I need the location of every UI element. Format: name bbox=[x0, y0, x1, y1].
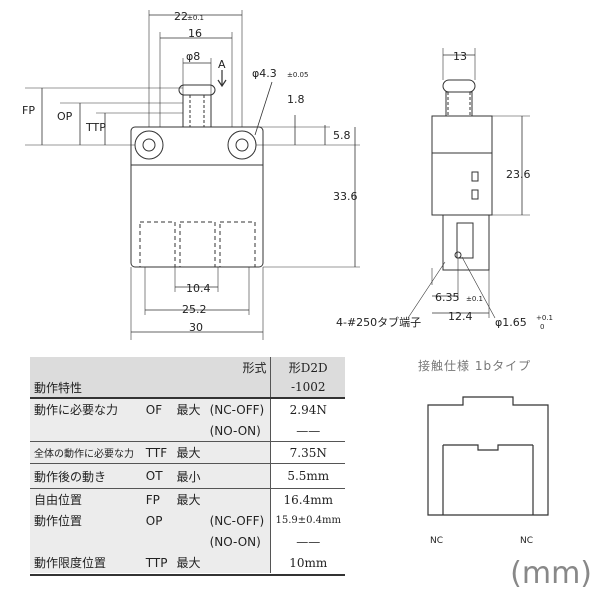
front-body bbox=[130, 126, 264, 268]
table-row: 動作位置 OP (NC-OFF) 15.9±0.4mm bbox=[30, 510, 345, 531]
char-label: 動作特性 bbox=[30, 377, 272, 398]
model-value-2: -1002 bbox=[270, 377, 345, 398]
contact-nc-left: NC bbox=[430, 536, 443, 546]
dim-33-6: 33.6 bbox=[333, 190, 358, 203]
dim-1-8: 1.8 bbox=[287, 93, 305, 106]
table-header-row-2: 動作特性 -1002 bbox=[30, 377, 345, 398]
model-value-1: 形D2D bbox=[270, 357, 345, 377]
unit-label: (mm) bbox=[510, 556, 592, 591]
contact-title: 接触仕様 1bタイプ bbox=[418, 359, 532, 373]
dim-13: 13 bbox=[453, 50, 467, 63]
contact-bridge bbox=[442, 444, 534, 515]
table-row: (NO-ON) —— bbox=[30, 531, 345, 552]
side-terminal bbox=[442, 214, 490, 271]
plunger-cap bbox=[178, 84, 216, 96]
table-row: 動作後の動き OT 最小 5.5mm bbox=[30, 463, 345, 489]
dim-phi4-3: φ4.3 bbox=[252, 67, 277, 80]
spec-table: 形式 形D2D 動作特性 -1002 動作に必要な力 OF 最大 (NC-OFF… bbox=[30, 357, 345, 573]
arrow-a-icon bbox=[217, 70, 227, 88]
dim-phi1-65-tol-minus: 0 bbox=[540, 323, 544, 331]
table-row: 動作に必要な力 OF 最大 (NC-OFF) 2.94N bbox=[30, 397, 345, 420]
dim-22: 22 bbox=[174, 10, 188, 23]
dimension-drawing: 22 ±0.1 16 φ8 A φ4.3 ±0.05 1.8 5.8 33.6 … bbox=[22, 10, 553, 340]
dim-30: 30 bbox=[189, 321, 203, 334]
terminal-label: 4-#250タブ端子 bbox=[336, 315, 421, 329]
dim-phi1-65: φ1.65 bbox=[495, 316, 527, 329]
dim-phi1-65-tol-plus: +0.1 bbox=[536, 314, 553, 322]
side-plunger-cap bbox=[442, 79, 476, 93]
terminal-hole bbox=[454, 251, 462, 259]
dim-phi8: φ8 bbox=[186, 50, 200, 63]
label-op: OP bbox=[57, 110, 73, 123]
side-body-top bbox=[431, 115, 493, 154]
mount-hole-left bbox=[134, 130, 164, 160]
label-fp: FP bbox=[22, 104, 35, 117]
label-a: A bbox=[218, 58, 226, 71]
mount-hole-right bbox=[227, 130, 257, 160]
table-row: (NO-ON) —— bbox=[30, 420, 345, 442]
table-header-row-1: 形式 形D2D bbox=[30, 357, 345, 377]
table-row: 動作限度位置 TTP 最大 10mm bbox=[30, 552, 345, 573]
table-row: 全体の動作に必要な力 TTF 最大 7.35N bbox=[30, 441, 345, 464]
dim-23-6: 23.6 bbox=[506, 168, 531, 181]
contact-diagram: NC NC bbox=[427, 396, 549, 546]
dim-phi4-3-tol: ±0.05 bbox=[287, 71, 308, 79]
label-ttp: TTP bbox=[85, 121, 106, 134]
dim-22-tol: ±0.1 bbox=[187, 14, 204, 22]
contact-nc-right: NC bbox=[520, 536, 533, 546]
dim-6-35: 6.35 bbox=[435, 291, 460, 304]
dim-12-4: 12.4 bbox=[448, 310, 473, 323]
dim-16: 16 bbox=[188, 27, 202, 40]
side-body-mid bbox=[431, 152, 493, 216]
contact-housing bbox=[427, 396, 549, 516]
plunger bbox=[182, 94, 212, 128]
dim-25-2: 25.2 bbox=[182, 303, 207, 316]
dim-5-8: 5.8 bbox=[333, 129, 351, 142]
model-label: 形式 bbox=[30, 357, 272, 377]
table-row: 自由位置 FP 最大 16.4mm bbox=[30, 488, 345, 510]
dim-10-4: 10.4 bbox=[186, 282, 211, 295]
dim-6-35-tol: ±0.1 bbox=[466, 295, 483, 303]
